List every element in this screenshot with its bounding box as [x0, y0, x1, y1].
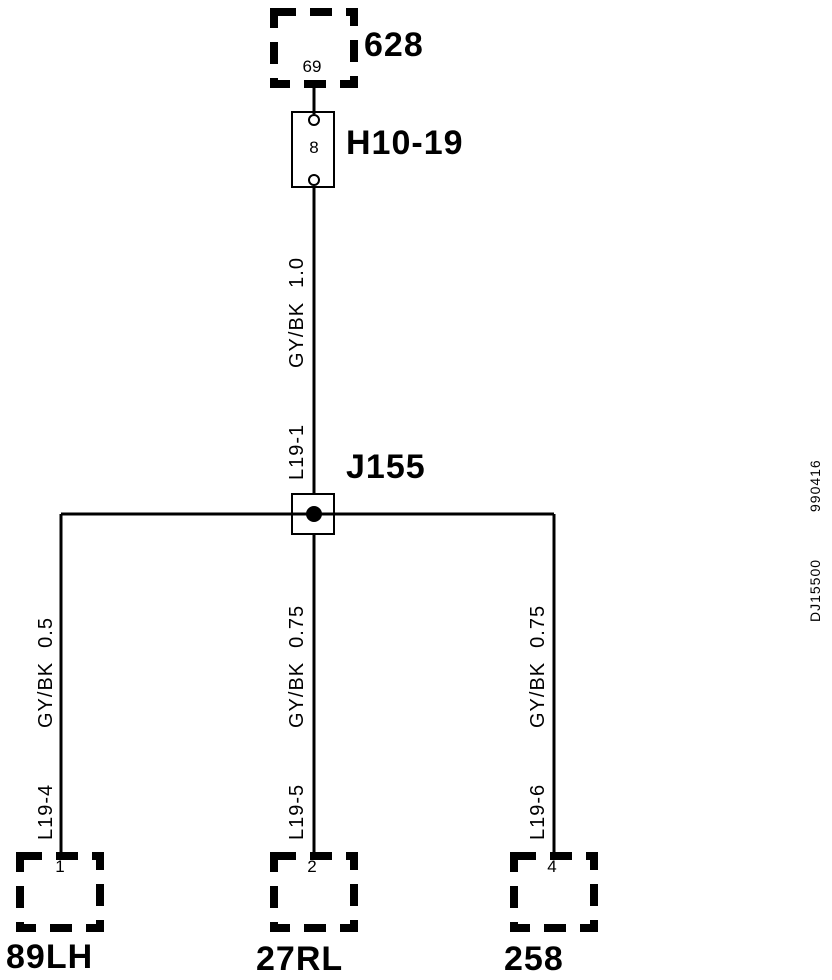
connector-628-box [270, 8, 358, 88]
wire-l19-5-size: 0.75 [286, 605, 308, 648]
wire-l19-1-circuit: L19-1 [286, 424, 308, 480]
connector-258-pin: 4 [547, 857, 556, 876]
fuse-label: H10-19 [346, 124, 464, 162]
connector-628-pin: 69 [303, 57, 322, 76]
reference-code: DJ15500 [807, 559, 823, 622]
junction-label: J155 [346, 448, 426, 486]
connector-89lh-pin: 1 [55, 857, 64, 876]
wire-l19-5-spec: GY/BK 0.75 [286, 605, 308, 728]
wire-l19-4-color: GY/BK [35, 662, 57, 728]
connector-27rl-pin: 2 [307, 857, 316, 876]
connector-258-box [510, 852, 598, 932]
fuse-number: 8 [309, 138, 318, 157]
wire-l19-6-circuit: L19-6 [527, 784, 549, 840]
connector-89lh-box [16, 852, 104, 932]
wire-l19-1-spec: GY/BK 1.0 [286, 257, 308, 368]
connector-27rl-label: 27RL [256, 940, 343, 978]
wire-l19-6-size: 0.75 [527, 605, 549, 648]
wire-l19-6-color: GY/BK [527, 662, 549, 728]
wire-l19-4-circuit: L19-4 [35, 784, 57, 840]
wire-l19-4-spec: GY/BK 0.5 [35, 617, 57, 728]
connector-89lh-label: 89LH [6, 938, 93, 976]
fuse-terminal-bottom [308, 174, 320, 186]
wire-l19-6-spec: GY/BK 0.75 [527, 605, 549, 728]
wire-l19-1-color: GY/BK [286, 302, 308, 368]
wire-l19-5-circuit: L19-5 [286, 784, 308, 840]
junction-splice-dot [306, 506, 322, 522]
wire-l19-4-size: 0.5 [35, 617, 57, 648]
reference-date: 990416 [807, 459, 823, 512]
connector-628-label: 628 [364, 26, 424, 64]
connector-27rl-box [270, 852, 358, 932]
fuse-terminal-top [308, 114, 320, 126]
wire-l19-5-color: GY/BK [286, 662, 308, 728]
wire-l19-1-size: 1.0 [286, 257, 308, 288]
connector-258-label: 258 [504, 940, 564, 978]
